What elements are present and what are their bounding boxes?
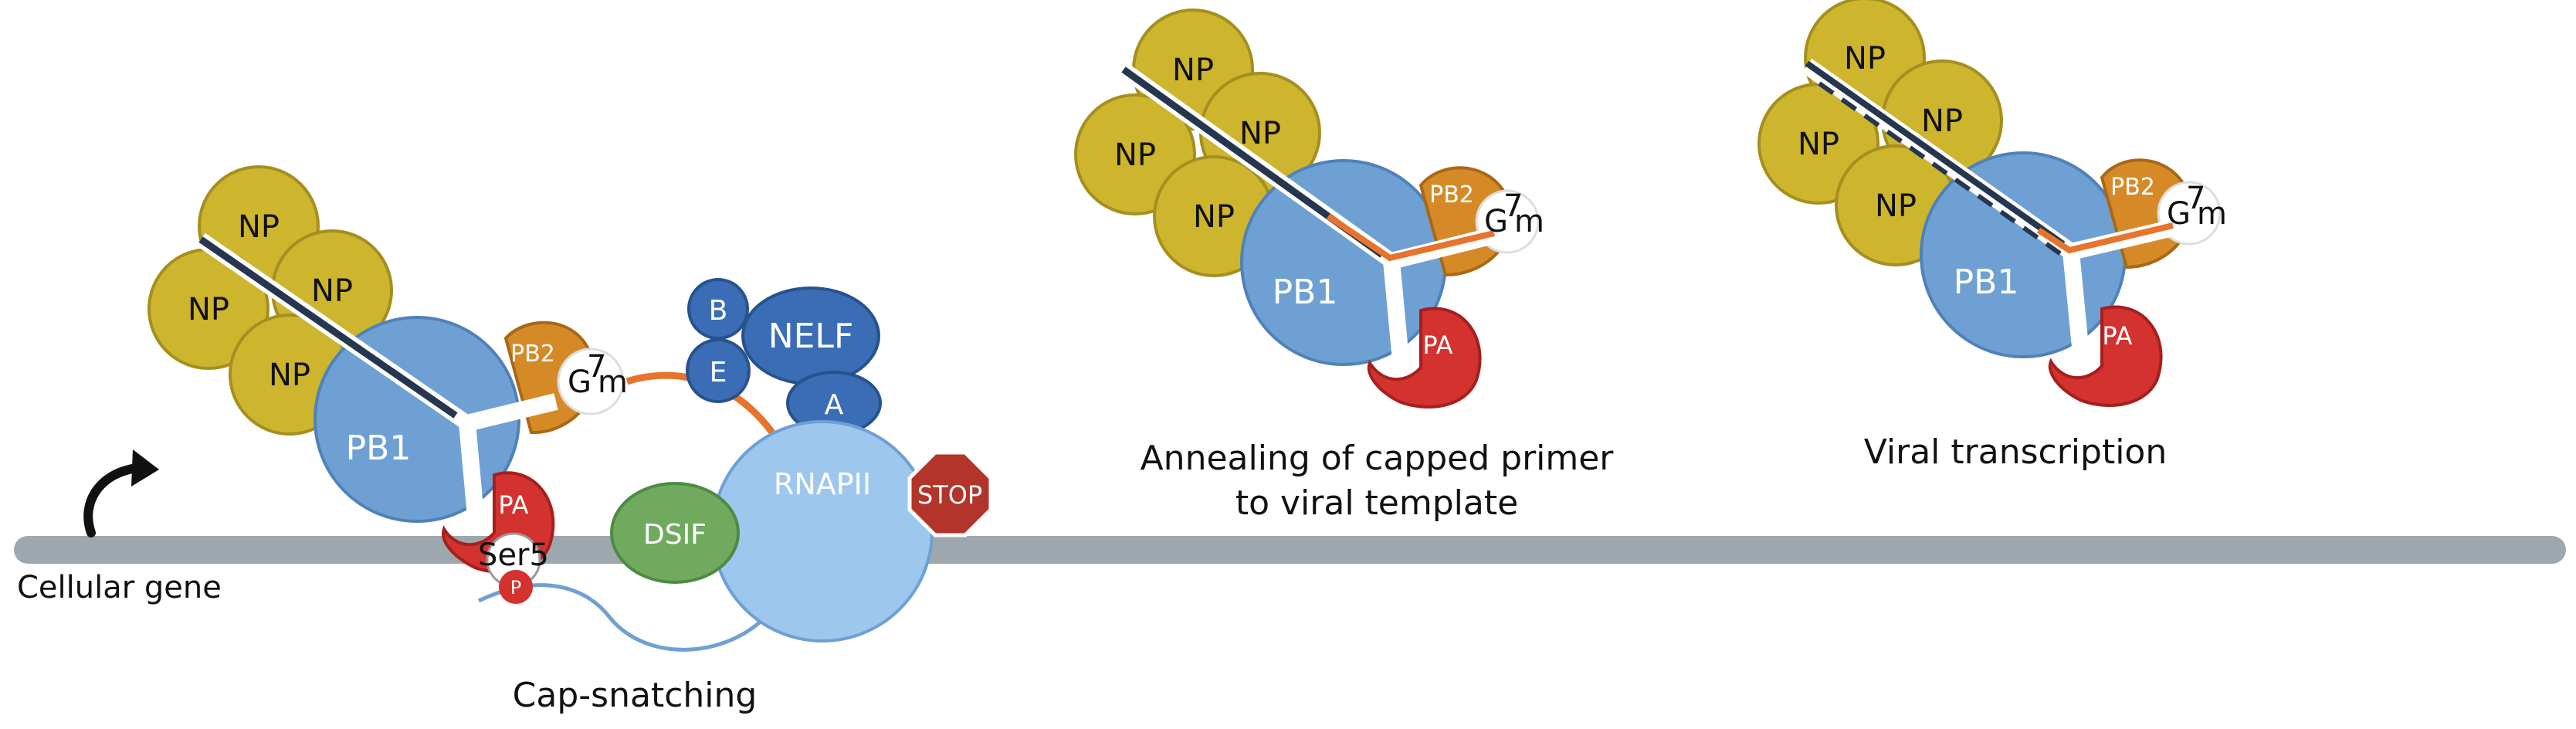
np-label: NP	[1798, 127, 1839, 162]
viral-rna-strand	[1805, 60, 2066, 247]
pb2-label: PB2	[1429, 181, 1474, 209]
phospho-marker	[499, 570, 533, 604]
np-label: NP	[1875, 188, 1917, 224]
viral-rna-strand	[198, 236, 458, 419]
arrow-head	[131, 449, 159, 487]
panel-viral-transcription: NP NP NP NP PB1 PB2 PA G 7 m Viral trans…	[1757, 0, 2227, 472]
nelf-a-label: A	[825, 389, 844, 421]
pa-label: PA	[1422, 331, 1452, 360]
np-label: NP	[1193, 199, 1235, 235]
nelf-e	[686, 338, 751, 403]
caption-cap-snatching: Cap-snatching	[513, 676, 758, 715]
pb1-label: PB1	[1954, 263, 2019, 302]
cap-binding-pocket	[557, 348, 625, 415]
pa-label: PA	[2102, 321, 2132, 351]
nelf-label: NELF	[768, 317, 854, 356]
cap-binding-pocket	[2157, 181, 2222, 246]
pb2-label: PB2	[510, 341, 555, 368]
dsif-label: DSIF	[643, 519, 707, 551]
stop-label: STOP	[917, 480, 982, 510]
svg-text:7: 7	[587, 349, 606, 385]
phospho-label: P	[510, 577, 521, 598]
ser5-label: Ser5	[478, 537, 549, 573]
nelf-e-label: E	[710, 357, 727, 388]
pa-label: PA	[498, 490, 528, 520]
cellular-gene-label: Cellular gene	[17, 570, 222, 605]
capped-primer	[2036, 222, 2174, 254]
rnapii-label: RNAPII	[774, 467, 871, 501]
dna-strand	[14, 536, 2566, 564]
svg-text:7: 7	[2186, 181, 2205, 216]
polymerase-channel	[458, 393, 558, 534]
caption-viral-transcription: Viral transcription	[1864, 432, 2167, 472]
svg-text:m: m	[598, 364, 628, 400]
svg-text:m: m	[2197, 196, 2227, 232]
np-label: NP	[188, 292, 229, 327]
rnapii	[711, 420, 934, 643]
pa-subunit	[2048, 305, 2163, 407]
np-label: NP	[311, 273, 353, 309]
np-label: NP	[1239, 116, 1281, 151]
nascent-mrna	[477, 583, 766, 652]
g7m-cap-label: G 7 m	[1484, 188, 1544, 239]
stop-sign	[907, 450, 993, 537]
nelf-b-label: B	[709, 295, 728, 327]
caption-annealing-line2: to viral template	[1235, 483, 1518, 523]
panel-cap-snatching: NP NP NP NP PB1 PB2 PA G 7 m Ser5 P NELF…	[147, 165, 993, 715]
nascent-viral-mrna	[1818, 81, 2068, 260]
svg-text:G: G	[568, 364, 591, 400]
pb1-label: PB1	[1273, 273, 1338, 312]
capped-primer	[1326, 213, 1495, 262]
svg-text:7: 7	[1503, 188, 1523, 224]
svg-text:G: G	[1484, 204, 1508, 239]
pb1-label: PB1	[346, 429, 412, 468]
np-label: NP	[1844, 41, 1886, 76]
svg-text:m: m	[1514, 204, 1544, 239]
np-label: NP	[269, 358, 310, 393]
g7m-cap-label: G 7 m	[2167, 181, 2227, 232]
np-label: NP	[1921, 103, 1963, 139]
transcription-start-arrow	[83, 463, 142, 537]
np-label: NP	[238, 209, 280, 245]
g7m-cap-label: G 7 m	[568, 349, 628, 400]
caption-annealing-line1: Annealing of capped primer	[1141, 439, 1615, 478]
cap-binding-pocket	[1475, 189, 1540, 254]
np-label: NP	[1114, 137, 1156, 173]
svg-text:G: G	[2167, 196, 2191, 232]
np-label: NP	[1172, 53, 1214, 88]
pa-subunit	[1367, 307, 1482, 409]
dsif	[610, 482, 740, 584]
panel-annealing: NP NP NP NP PB1 PB2 PA G 7 m Annealing o…	[1074, 8, 1615, 523]
pb2-label: PB2	[2110, 174, 2155, 201]
